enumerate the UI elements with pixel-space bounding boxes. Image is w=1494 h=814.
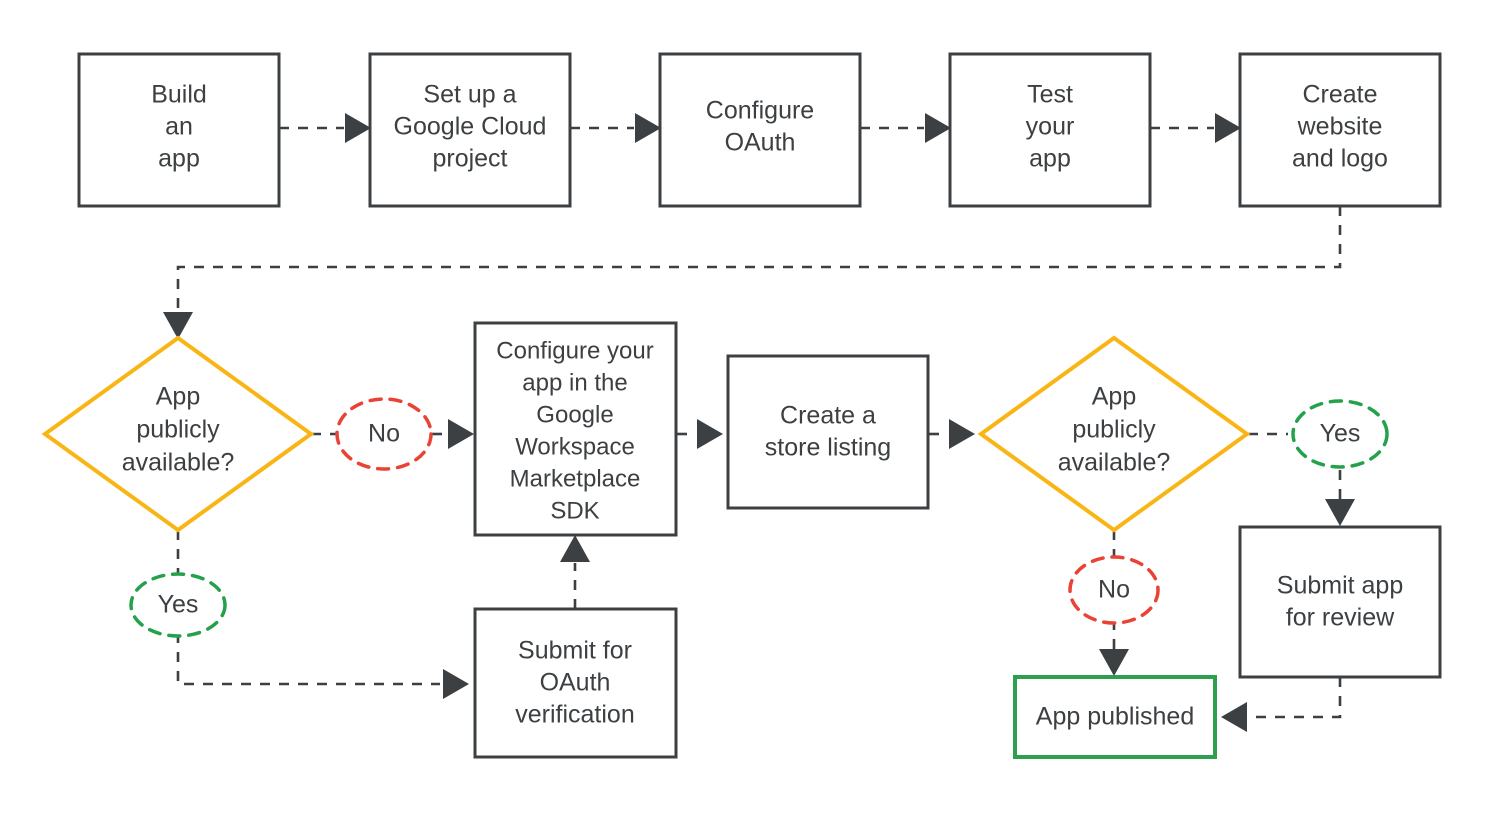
node-decision-right[interactable]: App publicly available?	[977, 335, 1251, 533]
node-create-website-logo-line-1: website	[1297, 113, 1383, 141]
node-build-an-app-line-1: an	[165, 113, 193, 141]
edge-label-left-yes-ellipse	[129, 572, 227, 638]
node-decision-left-shape[interactable]	[41, 335, 315, 533]
node-create-website-logo[interactable]: Create website and logo	[1238, 52, 1442, 208]
node-create-website-logo-line-0: Create	[1302, 81, 1377, 109]
arrowhead-configure-sdk-to-store-listing	[697, 419, 723, 449]
node-set-up-project-line-2: project	[432, 145, 507, 173]
node-test-your-app-line-0: Test	[1027, 81, 1073, 109]
node-set-up-project-line-1: Google Cloud	[394, 113, 547, 141]
node-build-an-app[interactable]: Build an app	[77, 52, 281, 208]
node-configure-oauth[interactable]: Configure OAuth	[658, 52, 862, 208]
edge-label-right-no-text: No	[1098, 576, 1130, 604]
node-build-an-app-line-2: app	[158, 145, 200, 173]
node-decision-right-shape[interactable]	[977, 335, 1251, 533]
node-test-your-app-line-1: your	[1026, 113, 1075, 141]
node-configure-oauth-line-1: OAuth	[725, 129, 796, 157]
arrowhead-build-to-project	[345, 113, 371, 143]
node-submit-oauth-verification-line-2: verification	[515, 701, 635, 729]
node-submit-app-review[interactable]: Submit app for review	[1238, 525, 1442, 679]
node-create-store-listing-line-1: store listing	[765, 434, 891, 462]
node-configure-sdk-line-4: Marketplace	[510, 465, 641, 492]
node-submit-app-review-shape[interactable]	[1238, 525, 1442, 679]
arrowhead-yes-to-submit-review	[1325, 499, 1355, 526]
node-create-website-logo-shape[interactable]	[1238, 52, 1442, 208]
edge-label-right-no: No	[1068, 555, 1160, 625]
arrowhead-project-to-oauth	[635, 113, 661, 143]
node-configure-sdk-line-5: SDK	[550, 497, 599, 524]
arrowhead-test-to-website	[1215, 113, 1241, 143]
node-decision-right-line-1: publicly	[1072, 416, 1156, 444]
edge-label-left-no: No	[335, 397, 433, 471]
node-decision-left-line-1: publicly	[136, 416, 220, 444]
node-configure-sdk-line-1: app in the	[522, 369, 627, 396]
node-create-website-logo-line-2: and logo	[1292, 145, 1388, 173]
edge-label-right-yes-text: Yes	[1320, 420, 1361, 448]
node-submit-oauth-verification-shape[interactable]	[473, 607, 678, 759]
node-set-up-project-shape[interactable]	[368, 52, 572, 208]
connectors	[163, 113, 1355, 732]
node-app-published[interactable]: App published	[1013, 675, 1217, 759]
edge-label-right-yes-ellipse	[1291, 399, 1389, 469]
edge-label-right-yes: Yes	[1291, 399, 1389, 469]
arrowhead-oauth-to-test	[925, 113, 951, 143]
node-submit-oauth-verification[interactable]: Submit for OAuth verification	[473, 607, 678, 759]
node-build-an-app-line-0: Build	[151, 81, 207, 109]
node-configure-sdk-shape[interactable]	[473, 321, 678, 537]
connector-yes-to-submit-oauth	[176, 633, 440, 686]
node-decision-right-line-0: App	[1092, 383, 1136, 411]
node-submit-app-review-line-0: Submit app	[1277, 572, 1403, 600]
node-configure-sdk-line-2: Google	[536, 401, 613, 428]
node-test-your-app-line-2: app	[1029, 145, 1071, 173]
arrowhead-submit-review-to-app-published	[1221, 702, 1247, 732]
connector-submit-review-to-app-published	[1250, 677, 1342, 719]
connector-website-to-decision-left	[176, 206, 1342, 311]
edge-label-right-no-ellipse	[1068, 555, 1160, 625]
arrowhead-into-decision-left	[163, 312, 193, 339]
arrowhead-store-listing-to-decision-right	[949, 419, 975, 449]
arrowhead-no-to-app-published	[1099, 649, 1129, 676]
node-test-your-app-shape[interactable]	[948, 52, 1152, 208]
edge-label-left-yes-text: Yes	[158, 591, 199, 619]
node-submit-oauth-verification-line-0: Submit for	[518, 637, 632, 665]
node-app-published-shape[interactable]	[1013, 675, 1217, 759]
node-create-store-listing-line-0: Create a	[780, 402, 876, 430]
node-test-your-app[interactable]: Test your app	[948, 52, 1152, 208]
node-submit-oauth-verification-line-1: OAuth	[540, 669, 611, 697]
node-decision-right-line-2: available?	[1058, 449, 1171, 477]
node-configure-sdk[interactable]: Configure your app in the Google Workspa…	[473, 321, 678, 537]
node-configure-oauth-shape[interactable]	[658, 52, 862, 208]
edge-label-left-yes: Yes	[129, 572, 227, 638]
arrowhead-submit-oauth-to-configure-sdk	[560, 535, 590, 562]
node-build-an-app-shape[interactable]	[77, 52, 281, 208]
arrowhead-no-to-configure-sdk	[448, 419, 474, 449]
node-configure-sdk-line-0: Configure your	[496, 337, 653, 364]
node-configure-sdk-line-3: Workspace	[515, 433, 635, 460]
edge-label-left-no-text: No	[368, 420, 400, 448]
node-decision-left-line-2: available?	[122, 449, 235, 477]
node-create-store-listing-shape[interactable]	[726, 354, 930, 510]
node-submit-app-review-line-1: for review	[1286, 604, 1395, 632]
node-set-up-project[interactable]: Set up a Google Cloud project	[368, 52, 572, 208]
node-create-store-listing[interactable]: Create a store listing	[726, 354, 930, 510]
node-app-published-line-0: App published	[1036, 703, 1194, 731]
arrowhead-yes-to-submit-oauth	[443, 669, 469, 699]
edge-label-left-no-ellipse	[335, 397, 433, 471]
node-decision-left-line-0: App	[156, 383, 200, 411]
node-set-up-project-line-0: Set up a	[423, 81, 516, 109]
node-decision-left[interactable]: App publicly available?	[41, 335, 315, 533]
node-configure-oauth-line-0: Configure	[706, 97, 814, 125]
